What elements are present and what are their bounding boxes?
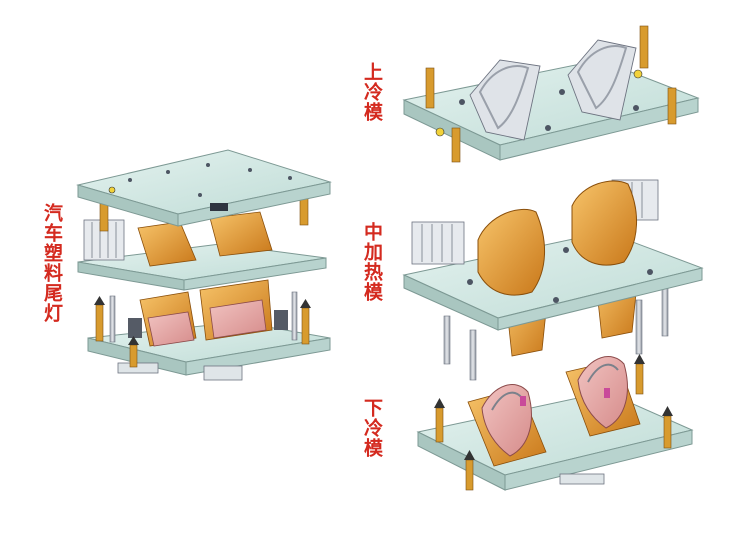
main-assembly-label: 汽车塑料尾灯 [41, 203, 63, 323]
upper-cold-mold [402, 25, 700, 163]
lower-cold-mold [416, 354, 694, 491]
lower-cavity-blocks [128, 279, 288, 347]
lower-cold-mold-label: 下冷模 [361, 398, 383, 458]
full-assembly [76, 149, 332, 381]
middle-heating-mold-label: 中加热模 [361, 222, 383, 302]
middle-heating-mold [402, 179, 704, 381]
upper-cold-mold-label: 上冷模 [361, 62, 383, 122]
guide-posts [94, 291, 311, 368]
